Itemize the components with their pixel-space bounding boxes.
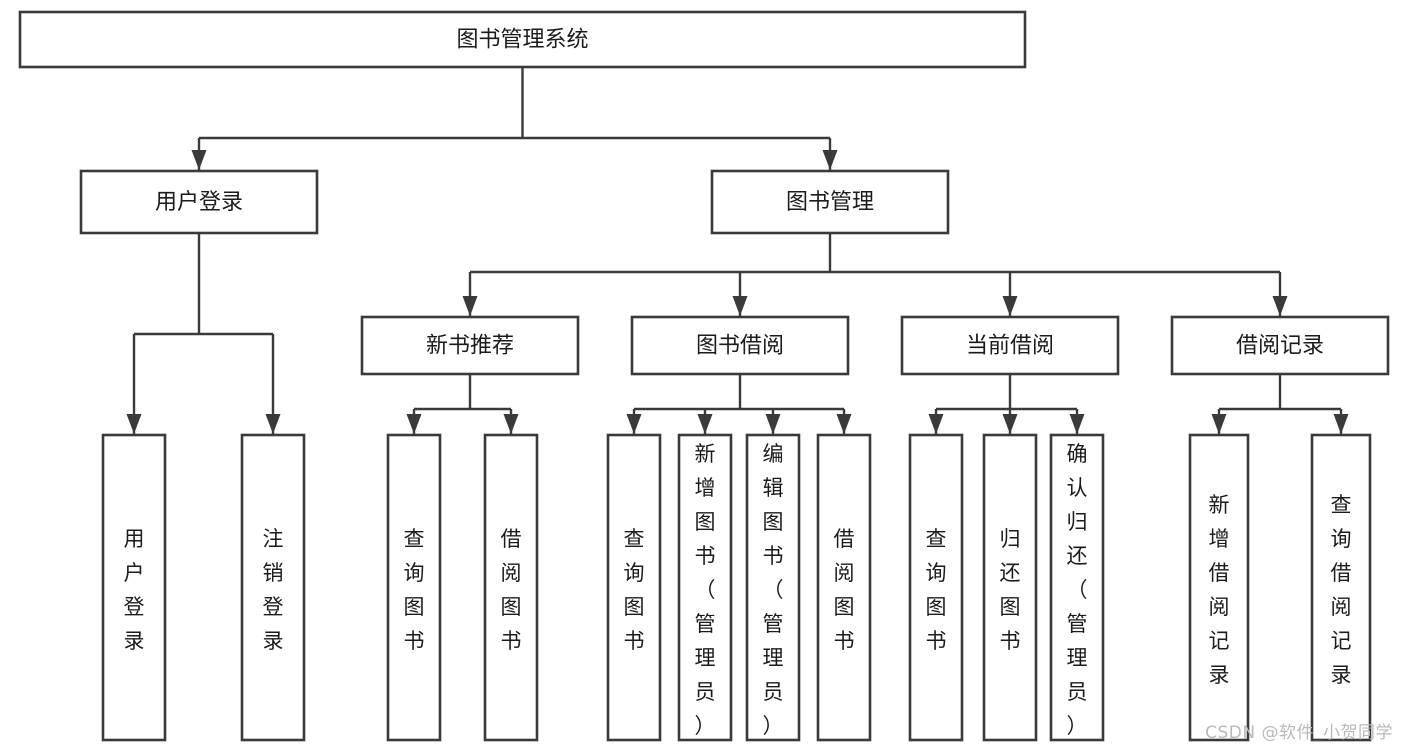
node-label-leaf-user-logout: 注销登录 bbox=[263, 527, 284, 653]
node-new-book-recommend[interactable]: 新书推荐 bbox=[360, 315, 580, 376]
node-leaf-return-book[interactable]: 归还图书 bbox=[982, 433, 1038, 742]
node-box-book-borrow bbox=[630, 315, 850, 376]
node-box-leaf-add-book bbox=[677, 433, 733, 742]
node-leaf-edit-book[interactable]: 编辑图书（管理员） bbox=[745, 433, 801, 742]
node-box-leaf-query-book-3 bbox=[908, 433, 964, 742]
node-borrow-records[interactable]: 借阅记录 bbox=[1170, 315, 1390, 376]
node-box-leaf-add-record bbox=[1188, 433, 1250, 742]
node-user-login[interactable]: 用户登录 bbox=[79, 169, 319, 235]
book-management-arrow-3 bbox=[1272, 296, 1288, 316]
node-label-leaf-add-book: 新增图书（管理员） bbox=[695, 442, 716, 738]
node-box-leaf-return-book bbox=[982, 433, 1038, 742]
node-label-leaf-confirm-return: 确认归还（管理员） bbox=[1067, 442, 1088, 738]
node-leaf-user-login[interactable]: 用户登录 bbox=[101, 433, 167, 742]
node-leaf-query-book-3[interactable]: 查询图书 bbox=[908, 433, 964, 742]
node-box-leaf-query-book-2 bbox=[606, 433, 662, 742]
node-label-leaf-edit-book: 编辑图书（管理员） bbox=[763, 442, 784, 738]
node-label-book-borrow: 图书借阅 bbox=[696, 334, 784, 359]
node-box-current-borrow bbox=[900, 315, 1120, 376]
node-layer: 图书管理系统用户登录图书管理用户登录注销登录新书推荐图书借阅当前借阅借阅记录查询… bbox=[18, 10, 1390, 742]
node-label-current-borrow: 当前借阅 bbox=[966, 334, 1054, 359]
node-box-root bbox=[18, 10, 1027, 69]
book-borrow-arrow-1 bbox=[697, 414, 713, 434]
node-box-leaf-borrow-book-2 bbox=[816, 433, 872, 742]
node-label-leaf-borrow-book-2: 借阅图书 bbox=[834, 527, 855, 653]
book-management-arrow-0 bbox=[462, 296, 478, 316]
borrow-records-arrow-0 bbox=[1211, 414, 1227, 434]
book-management-arrow-1 bbox=[732, 296, 748, 316]
node-box-book-management bbox=[710, 169, 950, 235]
node-leaf-borrow-book-2[interactable]: 借阅图书 bbox=[816, 433, 872, 742]
node-label-book-management: 图书管理 bbox=[786, 190, 874, 215]
node-label-leaf-return-book: 归还图书 bbox=[1000, 527, 1021, 653]
user-login-arrow-0 bbox=[126, 414, 142, 434]
node-leaf-confirm-return[interactable]: 确认归还（管理员） bbox=[1049, 433, 1105, 742]
node-label-leaf-query-book-1: 查询图书 bbox=[404, 527, 425, 653]
node-leaf-query-book-1[interactable]: 查询图书 bbox=[386, 433, 442, 742]
book-borrow-arrow-2 bbox=[765, 414, 781, 434]
node-box-leaf-query-record bbox=[1310, 433, 1372, 742]
node-leaf-query-record[interactable]: 查询借阅记录 bbox=[1310, 433, 1372, 742]
root-arrow-0 bbox=[191, 150, 207, 170]
current-borrow-arrow-2 bbox=[1069, 414, 1085, 434]
node-label-leaf-query-book-2: 查询图书 bbox=[624, 527, 645, 653]
node-box-leaf-borrow-book-1 bbox=[483, 433, 539, 742]
borrow-records-arrow-1 bbox=[1333, 414, 1349, 434]
user-login-arrow-1 bbox=[265, 414, 281, 434]
node-label-leaf-query-record: 查询借阅记录 bbox=[1331, 493, 1352, 687]
root-arrow-1 bbox=[822, 150, 838, 170]
node-label-root: 图书管理系统 bbox=[456, 28, 588, 53]
node-book-borrow[interactable]: 图书借阅 bbox=[630, 315, 850, 376]
current-borrow-arrow-1 bbox=[1002, 414, 1018, 434]
node-label-leaf-borrow-book-1: 借阅图书 bbox=[501, 527, 522, 653]
node-box-borrow-records bbox=[1170, 315, 1390, 376]
node-leaf-add-record[interactable]: 新增借阅记录 bbox=[1188, 433, 1250, 742]
node-leaf-borrow-book-1[interactable]: 借阅图书 bbox=[483, 433, 539, 742]
node-box-leaf-query-book-1 bbox=[386, 433, 442, 742]
node-label-leaf-add-record: 新增借阅记录 bbox=[1209, 493, 1230, 687]
csdn-watermark: CSDN @软件_小贺同学 bbox=[1205, 723, 1393, 743]
node-label-borrow-records: 借阅记录 bbox=[1236, 334, 1324, 359]
node-book-management[interactable]: 图书管理 bbox=[710, 169, 950, 235]
connector-layer bbox=[126, 67, 1349, 434]
node-label-new-book-recommend: 新书推荐 bbox=[426, 334, 514, 359]
new-book-recommend-arrow-0 bbox=[406, 414, 422, 434]
node-box-leaf-user-logout bbox=[240, 433, 306, 742]
book-borrow-arrow-0 bbox=[626, 414, 642, 434]
node-box-leaf-confirm-return bbox=[1049, 433, 1105, 742]
node-box-leaf-user-login bbox=[101, 433, 167, 742]
node-box-user-login bbox=[79, 169, 319, 235]
node-leaf-add-book[interactable]: 新增图书（管理员） bbox=[677, 433, 733, 742]
node-current-borrow[interactable]: 当前借阅 bbox=[900, 315, 1120, 376]
book-management-arrow-2 bbox=[1002, 296, 1018, 316]
new-book-recommend-arrow-1 bbox=[503, 414, 519, 434]
node-box-leaf-edit-book bbox=[745, 433, 801, 742]
node-label-leaf-user-login: 用户登录 bbox=[124, 527, 145, 653]
node-label-user-login: 用户登录 bbox=[155, 190, 243, 215]
node-box-new-book-recommend bbox=[360, 315, 580, 376]
node-leaf-user-logout[interactable]: 注销登录 bbox=[240, 433, 306, 742]
node-root[interactable]: 图书管理系统 bbox=[18, 10, 1027, 69]
book-borrow-arrow-3 bbox=[836, 414, 852, 434]
node-label-leaf-query-book-3: 查询图书 bbox=[926, 527, 947, 653]
current-borrow-arrow-0 bbox=[928, 414, 944, 434]
node-leaf-query-book-2[interactable]: 查询图书 bbox=[606, 433, 662, 742]
